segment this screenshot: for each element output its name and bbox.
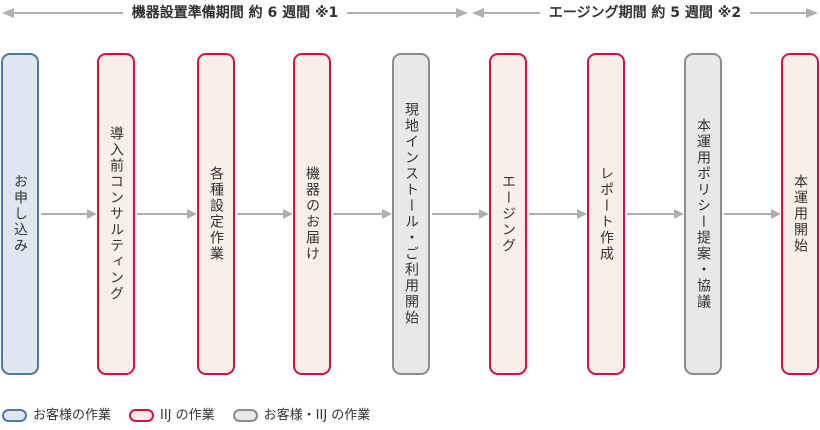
- arrowhead-icon: [479, 209, 489, 219]
- flow-step-onsite-install: 現地インストール・ご利用開始: [392, 53, 430, 375]
- legend-swatch-iij: [129, 409, 155, 422]
- legend-label: IIJ の作業: [160, 408, 215, 423]
- flow-step-configuration: 各種設定作業: [197, 53, 235, 375]
- flow-step-label: 現地インストール・ご利用開始: [403, 102, 419, 326]
- arrow-line: [627, 213, 675, 215]
- legend-swatch-customer: [2, 409, 27, 422]
- arrow-line: [750, 12, 806, 14]
- arrow-line: [41, 213, 88, 215]
- flow-arrow: [724, 208, 781, 220]
- phase-label-aging: エージング期間 約 5 週間 ※2: [548, 5, 742, 21]
- arrowhead-icon: [577, 209, 587, 219]
- flow-step-equipment-delivery: 機器のお届け: [293, 53, 331, 375]
- arrowhead-icon: [283, 209, 293, 219]
- arrow-line: [724, 213, 772, 215]
- arrow-right-icon: [806, 8, 818, 18]
- flow-step-application: お申し込み: [1, 53, 39, 375]
- legend-label: お客様・IIJ の作業: [263, 408, 371, 423]
- legend-label: お客様の作業: [33, 408, 112, 423]
- phase-span-aging: エージング期間 約 5 週間 ※2: [472, 6, 818, 20]
- phase-span-setup: 機器設置準備期間 約 6 週間 ※1: [2, 6, 468, 20]
- flow-step-label: エージング: [500, 174, 516, 254]
- arrow-line: [529, 213, 578, 215]
- flow-step-full-operation: 本運用開始: [781, 53, 819, 375]
- arrow-line: [237, 213, 284, 215]
- flow-step-report: レポート作成: [587, 53, 625, 375]
- arrowhead-icon: [771, 209, 781, 219]
- flow-step-aging: エージング: [489, 53, 527, 375]
- flow-arrow: [432, 208, 489, 220]
- legend-item-iij: IIJ の作業: [129, 409, 215, 422]
- arrow-line: [137, 213, 188, 215]
- flow-step-policy-proposal: 本運用ポリシー提案・協議: [684, 53, 722, 375]
- arrow-left-icon: [2, 8, 14, 18]
- legend-item-both: お客様・IIJ の作業: [232, 408, 371, 423]
- arrow-left-icon: [472, 8, 484, 18]
- flow-arrow: [41, 208, 97, 220]
- phase-label-setup: 機器設置準備期間 約 6 週間 ※1: [131, 5, 339, 21]
- flow-step-label: お申し込み: [12, 174, 28, 254]
- flow-step-label: 導入前コンサルティング: [108, 126, 124, 302]
- arrow-line: [432, 213, 480, 215]
- flow-arrow: [137, 208, 197, 220]
- legend-item-customer: お客様の作業: [2, 409, 111, 422]
- flow-arrow: [333, 208, 392, 220]
- flow-arrow: [529, 208, 587, 220]
- flow-step-label: 本運用開始: [792, 174, 808, 254]
- arrow-line: [347, 12, 456, 14]
- arrowhead-icon: [382, 209, 392, 219]
- arrowhead-icon: [674, 209, 684, 219]
- arrowhead-icon: [187, 209, 197, 219]
- flow-step-label: 機器のお届け: [304, 166, 320, 262]
- legend-swatch-both: [232, 409, 258, 422]
- arrowhead-icon: [87, 209, 97, 219]
- flow-step-label: レポート作成: [598, 166, 614, 262]
- flow-step-label: 本運用ポリシー提案・協議: [695, 118, 711, 310]
- flow-step-label: 各種設定作業: [208, 166, 224, 262]
- flow-arrow: [627, 208, 684, 220]
- arrow-line: [333, 213, 383, 215]
- arrow-right-icon: [456, 8, 468, 18]
- arrow-line: [14, 12, 123, 14]
- arrow-line: [484, 12, 540, 14]
- legend: お客様の作業 IIJ の作業 お客様・IIJ の作業: [2, 409, 370, 422]
- flow-step-pre-consulting: 導入前コンサルティング: [97, 53, 135, 375]
- flow-arrow: [237, 208, 293, 220]
